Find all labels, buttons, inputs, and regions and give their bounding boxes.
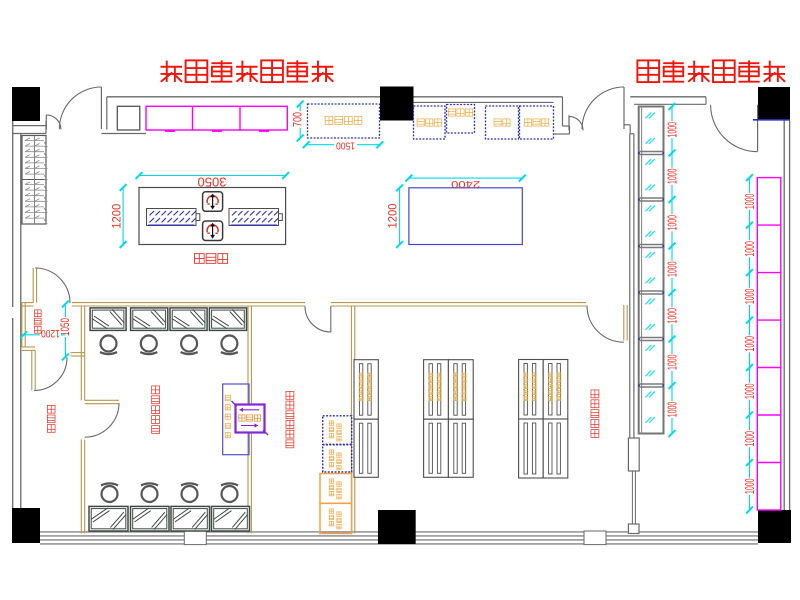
- svg-text:1000: 1000: [743, 336, 757, 352]
- svg-text:1000: 1000: [665, 122, 679, 138]
- svg-text:1200: 1200: [110, 204, 124, 229]
- svg-text:1200: 1200: [41, 327, 60, 339]
- svg-text:1000: 1000: [743, 431, 757, 447]
- svg-text:2400: 2400: [451, 178, 480, 190]
- svg-text:1000: 1000: [743, 383, 757, 399]
- svg-text:1000: 1000: [665, 261, 679, 277]
- svg-text:700: 700: [291, 112, 305, 127]
- svg-text:3050: 3050: [198, 175, 227, 190]
- svg-text:1000: 1000: [665, 402, 679, 418]
- svg-text:1500: 1500: [336, 139, 355, 150]
- svg-text:1200: 1200: [386, 203, 400, 228]
- svg-text:1000: 1000: [665, 354, 679, 370]
- svg-text:1000: 1000: [665, 168, 679, 184]
- svg-text:1000: 1000: [743, 241, 757, 257]
- svg-text:1000: 1000: [743, 289, 757, 305]
- svg-text:1050: 1050: [58, 318, 72, 336]
- svg-text:1000: 1000: [743, 194, 757, 210]
- svg-text:1000: 1000: [743, 478, 757, 494]
- svg-text:1000: 1000: [665, 215, 679, 231]
- svg-text:1000: 1000: [665, 308, 679, 324]
